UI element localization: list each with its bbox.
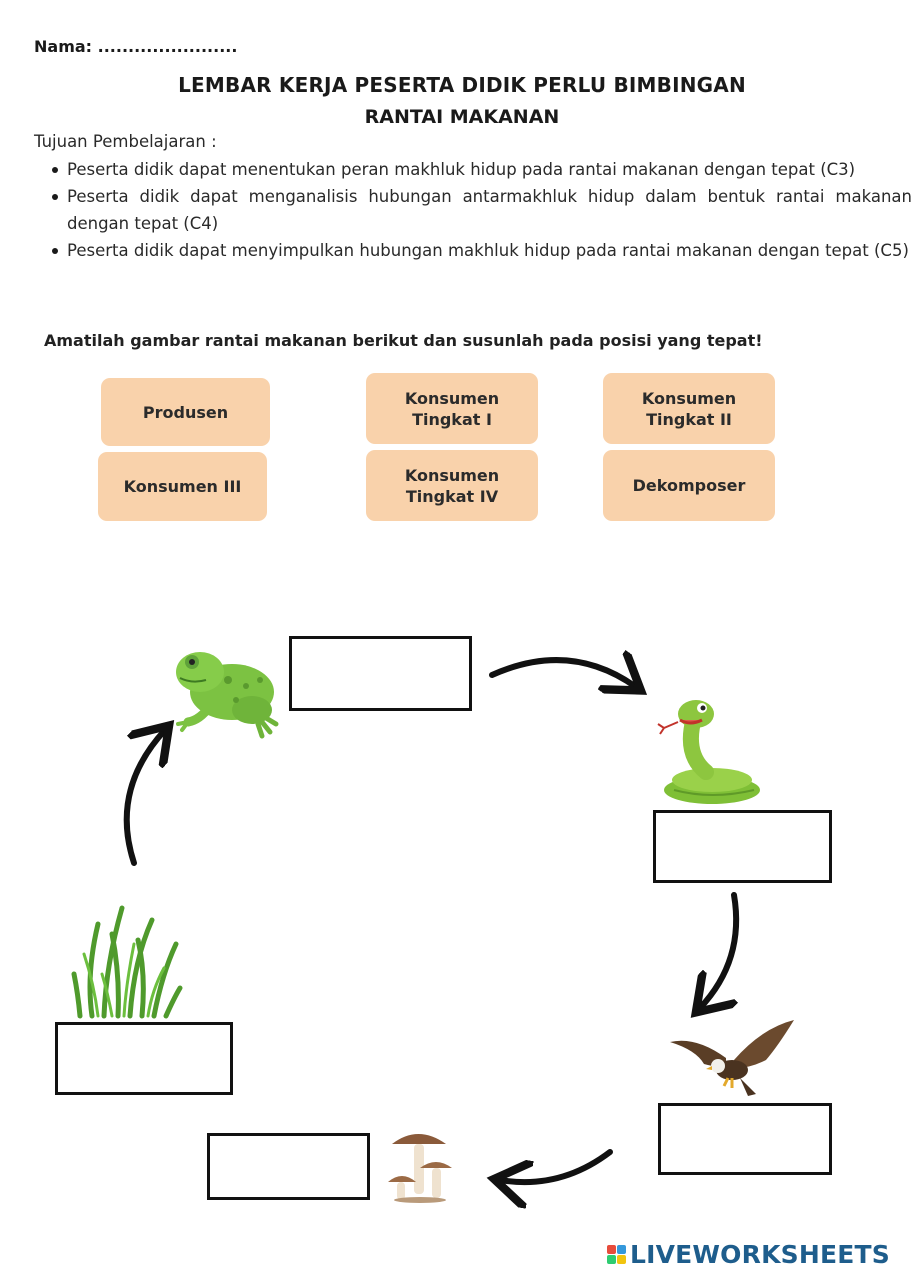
chip-konsumen-3[interactable]: Konsumen III [98, 452, 267, 521]
answer-box-grass[interactable] [55, 1022, 233, 1095]
food-chain-arrows [123, 560, 740, 1240]
objectives-heading: Tujuan Pembelajaran : [34, 132, 217, 151]
eagle-icon [670, 1020, 794, 1096]
instruction-text: Amatilah gambar rantai makanan berikut d… [44, 331, 763, 350]
chip-produsen[interactable]: Produsen [101, 378, 270, 446]
chip-konsumen-tingkat-1[interactable]: Konsumen Tingkat I [366, 373, 538, 444]
objective-item: Peserta didik dapat menyimpulkan hubunga… [52, 237, 912, 264]
page-title: LEMBAR KERJA PESERTA DIDIK PERLU BIMBING… [178, 73, 746, 97]
name-field-label: Nama: ....................... [34, 37, 238, 56]
brand-name: LIVEWORKSHEETS [629, 1240, 890, 1269]
mushroom-icon [388, 1134, 452, 1203]
chip-konsumen-tingkat-4[interactable]: Konsumen Tingkat IV [366, 450, 538, 521]
brand-logo-icon [606, 1245, 626, 1264]
brand: LIVEWORKSHEETS [606, 1240, 890, 1269]
arrow-snake-to-eagle [700, 892, 740, 1008]
arrow-frog-to-snake [489, 660, 636, 687]
answer-box-frog[interactable] [289, 636, 472, 711]
chip-konsumen-tingkat-2[interactable]: Konsumen Tingkat II [603, 373, 775, 444]
answer-box-snake[interactable] [653, 810, 832, 883]
grass-icon [71, 905, 183, 1019]
snake-icon [657, 700, 760, 804]
arrow-grass-to-frog [123, 730, 165, 866]
answer-box-eagle[interactable] [658, 1103, 832, 1175]
objective-item: Peserta didik dapat menentukan peran mak… [52, 156, 912, 183]
chip-dekomposer[interactable]: Dekomposer [603, 450, 775, 521]
answer-box-mushroom[interactable] [207, 1133, 370, 1200]
objective-item: Peserta didik dapat menganalisis hubunga… [52, 183, 912, 237]
frog-icon [176, 652, 279, 739]
arrow-eagle-to-mushroom [500, 1149, 613, 1182]
page-subtitle: RANTAI MAKANAN [364, 106, 560, 128]
objectives-list: Peserta didik dapat menentukan peran mak… [34, 156, 912, 264]
